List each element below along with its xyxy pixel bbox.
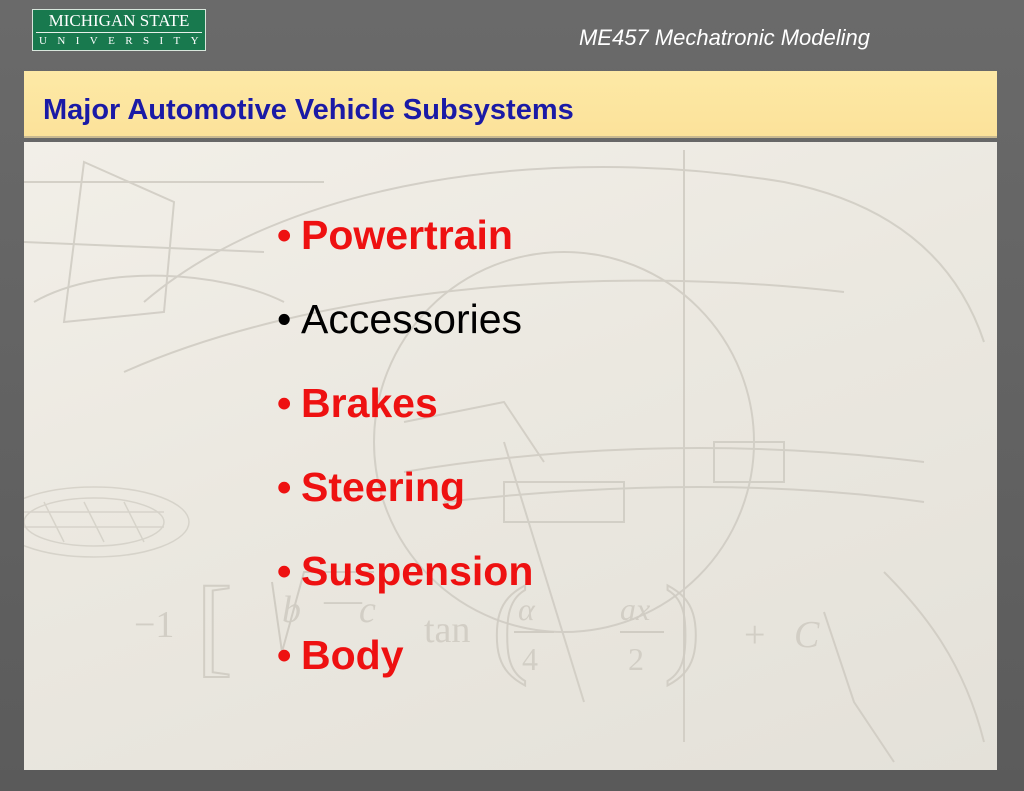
list-item-label: Powertrain: [301, 212, 513, 258]
svg-text:—: —: [323, 579, 363, 621]
svg-text:ax: ax: [620, 591, 650, 627]
bullet-icon: •: [277, 380, 292, 426]
svg-text:tan: tan: [424, 609, 470, 651]
list-item-brakes: •Brakes: [277, 378, 533, 462]
svg-text:(: (: [492, 564, 529, 686]
list-item-suspension: •Suspension: [277, 546, 533, 630]
svg-text:2: 2: [628, 641, 644, 677]
list-item-body: •Body: [277, 630, 533, 714]
bottom-strip: [0, 770, 1024, 791]
svg-text:α: α: [518, 591, 536, 627]
bullet-icon: •: [277, 464, 292, 510]
svg-text:c: c: [359, 589, 376, 631]
slide-title: Major Automotive Vehicle Subsystems: [43, 94, 574, 126]
list-item-accessories: •Accessories: [277, 294, 533, 378]
bullet-icon: •: [277, 632, 292, 678]
list-item-label: Suspension: [301, 548, 534, 594]
list-item-label: Steering: [301, 464, 466, 510]
msu-logo: MICHIGAN STATE UNIVERSITY: [32, 9, 206, 51]
svg-text:+: +: [744, 614, 765, 656]
content-panel: −1 [ b — c tan ( α 4 ax 2 ) + C: [24, 142, 997, 770]
bullet-icon: •: [277, 548, 292, 594]
list-item-steering: •Steering: [277, 462, 533, 546]
list-item-powertrain: •Powertrain: [277, 210, 533, 294]
svg-text:C: C: [794, 614, 820, 656]
course-title: ME457 Mechatronic Modeling: [578, 25, 870, 50]
logo-line-1: MICHIGAN STATE: [48, 11, 190, 30]
background-sketch-illustration: −1 [ b — c tan ( α 4 ax 2 ) + C: [24, 150, 985, 763]
list-item-label: Body: [301, 632, 404, 678]
svg-text:[: [: [196, 564, 233, 686]
subsystem-list: •Powertrain •Accessories •Brakes •Steeri…: [277, 210, 533, 714]
logo-divider: [36, 32, 202, 33]
logo-line-2: UNIVERSITY: [39, 35, 209, 47]
list-item-label: Brakes: [301, 380, 438, 426]
svg-text:): ): [664, 564, 701, 686]
bullet-icon: •: [277, 212, 292, 258]
svg-text:−1: −1: [134, 604, 174, 646]
svg-text:4: 4: [522, 641, 538, 677]
bullet-icon: •: [277, 296, 292, 342]
list-item-label: Accessories: [301, 296, 523, 342]
title-bar: Major Automotive Vehicle Subsystems: [24, 71, 997, 138]
